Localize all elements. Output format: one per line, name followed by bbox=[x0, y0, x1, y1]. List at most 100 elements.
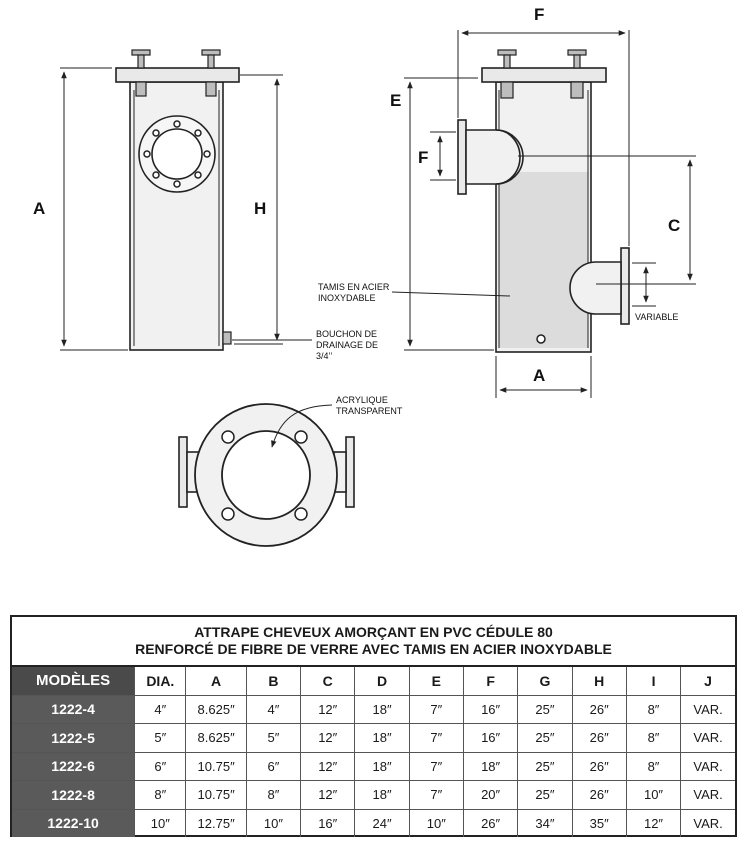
side-inlet-port bbox=[457, 119, 524, 195]
table-cell: 25″ bbox=[517, 694, 573, 724]
table-cell: VAR. bbox=[680, 780, 735, 810]
table-cell: 12″ bbox=[300, 694, 356, 724]
screen-label-line2: INOXYDABLE bbox=[318, 293, 376, 303]
table-cell: 25″ bbox=[517, 780, 573, 810]
screen-label-line1: TAMIS EN ACIER bbox=[318, 282, 390, 292]
header-b: B bbox=[245, 667, 302, 696]
drain-label-line3: 3/4’’ bbox=[316, 351, 332, 361]
model-cell: 1222-6 bbox=[12, 751, 136, 781]
top-view: ACRYLIQUE TRANSPARENT bbox=[178, 395, 403, 547]
header-models: MODÈLES bbox=[12, 667, 136, 696]
dim-label-a-front: A bbox=[33, 199, 45, 218]
table-cell: 12″ bbox=[300, 751, 356, 781]
header-i: I bbox=[625, 667, 682, 696]
table-cell: 25″ bbox=[517, 751, 573, 781]
side-knob-right bbox=[567, 49, 587, 99]
table-cell: 18″ bbox=[354, 723, 410, 753]
table-cell: VAR. bbox=[680, 694, 735, 724]
table-cell: 10″ bbox=[134, 808, 187, 837]
dim-label-c: C bbox=[668, 216, 680, 235]
table-cell: 26″ bbox=[571, 694, 627, 724]
table-cell: 16″ bbox=[300, 808, 356, 837]
header-j: J bbox=[680, 667, 735, 696]
model-cell: 1222-10 bbox=[12, 808, 136, 837]
table-cell: 8″ bbox=[625, 723, 682, 753]
front-knob-right bbox=[201, 49, 221, 97]
table-cell: 6″ bbox=[245, 751, 302, 781]
table-cell: 8.625″ bbox=[185, 723, 247, 753]
table-cell: 16″ bbox=[462, 723, 519, 753]
spec-title-line1: ATTRAPE CHEVEUX AMORÇANT EN PVC CÉDULE 8… bbox=[194, 624, 553, 640]
table-cell: 35″ bbox=[571, 808, 627, 837]
header-h: H bbox=[571, 667, 627, 696]
technical-drawing: A H bbox=[30, 5, 696, 547]
table-cell: 5″ bbox=[245, 723, 302, 753]
table-cell: 20″ bbox=[462, 780, 519, 810]
table-cell: 5″ bbox=[134, 723, 187, 753]
table-cell: VAR. bbox=[680, 751, 735, 781]
drain-label-line2: DRAINAGE DE bbox=[316, 340, 378, 350]
table-cell: 12″ bbox=[300, 723, 356, 753]
table-cell: 25″ bbox=[517, 723, 573, 753]
table-cell: 26″ bbox=[462, 808, 519, 837]
table-cell: 7″ bbox=[408, 723, 464, 753]
table-cell: VAR. bbox=[680, 723, 735, 753]
model-cell: 1222-4 bbox=[12, 694, 136, 724]
spec-table-title: ATTRAPE CHEVEUX AMORÇANT EN PVC CÉDULE 8… bbox=[12, 617, 735, 667]
side-view: F E F C VARIABLE A TAMIS EN ACIER INOXYD… bbox=[232, 5, 696, 398]
model-cell: 1222-5 bbox=[12, 723, 136, 753]
side-drain bbox=[536, 334, 546, 344]
table-cell: 12″ bbox=[300, 780, 356, 810]
table-cell: 12″ bbox=[625, 808, 682, 837]
table-cell: 8″ bbox=[245, 780, 302, 810]
table-cell: 10.75″ bbox=[185, 780, 247, 810]
table-cell: 8″ bbox=[625, 694, 682, 724]
dim-label-h: H bbox=[254, 199, 266, 218]
table-cell: 34″ bbox=[517, 808, 573, 837]
drain-label-line1: BOUCHON DE bbox=[316, 329, 377, 339]
table-cell: 24″ bbox=[354, 808, 410, 837]
top-acrylic-window bbox=[221, 430, 311, 520]
front-cover bbox=[115, 67, 240, 83]
table-cell: 18″ bbox=[354, 751, 410, 781]
side-outlet-port bbox=[569, 247, 630, 325]
dim-label-f-side: F bbox=[418, 148, 428, 167]
front-view: A H bbox=[30, 49, 283, 351]
table-cell: 26″ bbox=[571, 780, 627, 810]
table-cell: 7″ bbox=[408, 694, 464, 724]
model-cell: 1222-8 bbox=[12, 780, 136, 810]
front-drain-plug bbox=[222, 331, 232, 345]
table-cell: 4″ bbox=[134, 694, 187, 724]
variable-label: VARIABLE bbox=[635, 312, 678, 322]
table-cell: 7″ bbox=[408, 780, 464, 810]
acrylic-label-line1: ACRYLIQUE bbox=[336, 395, 388, 405]
spec-title-line2: RENFORCÉ DE FIBRE DE VERRE AVEC TAMIS EN… bbox=[135, 641, 612, 657]
header-e: E bbox=[408, 667, 464, 696]
table-cell: 18″ bbox=[354, 780, 410, 810]
table-cell: VAR. bbox=[680, 808, 735, 837]
spec-table: ATTRAPE CHEVEUX AMORÇANT EN PVC CÉDULE 8… bbox=[10, 615, 737, 837]
header-dia: DIA. bbox=[134, 667, 187, 696]
table-cell: 18″ bbox=[354, 694, 410, 724]
table-cell: 10″ bbox=[245, 808, 302, 837]
table-cell: 12.75″ bbox=[185, 808, 247, 837]
table-cell: 8″ bbox=[625, 751, 682, 781]
side-cover bbox=[481, 67, 607, 83]
header-g: G bbox=[517, 667, 573, 696]
table-cell: 8″ bbox=[134, 780, 187, 810]
header-d: D bbox=[354, 667, 410, 696]
front-knob-left bbox=[131, 49, 151, 97]
table-cell: 16″ bbox=[462, 694, 519, 724]
header-a: A bbox=[185, 667, 247, 696]
table-cell: 18″ bbox=[462, 751, 519, 781]
table-cell: 6″ bbox=[134, 751, 187, 781]
table-cell: 26″ bbox=[571, 723, 627, 753]
table-cell: 10.75″ bbox=[185, 751, 247, 781]
